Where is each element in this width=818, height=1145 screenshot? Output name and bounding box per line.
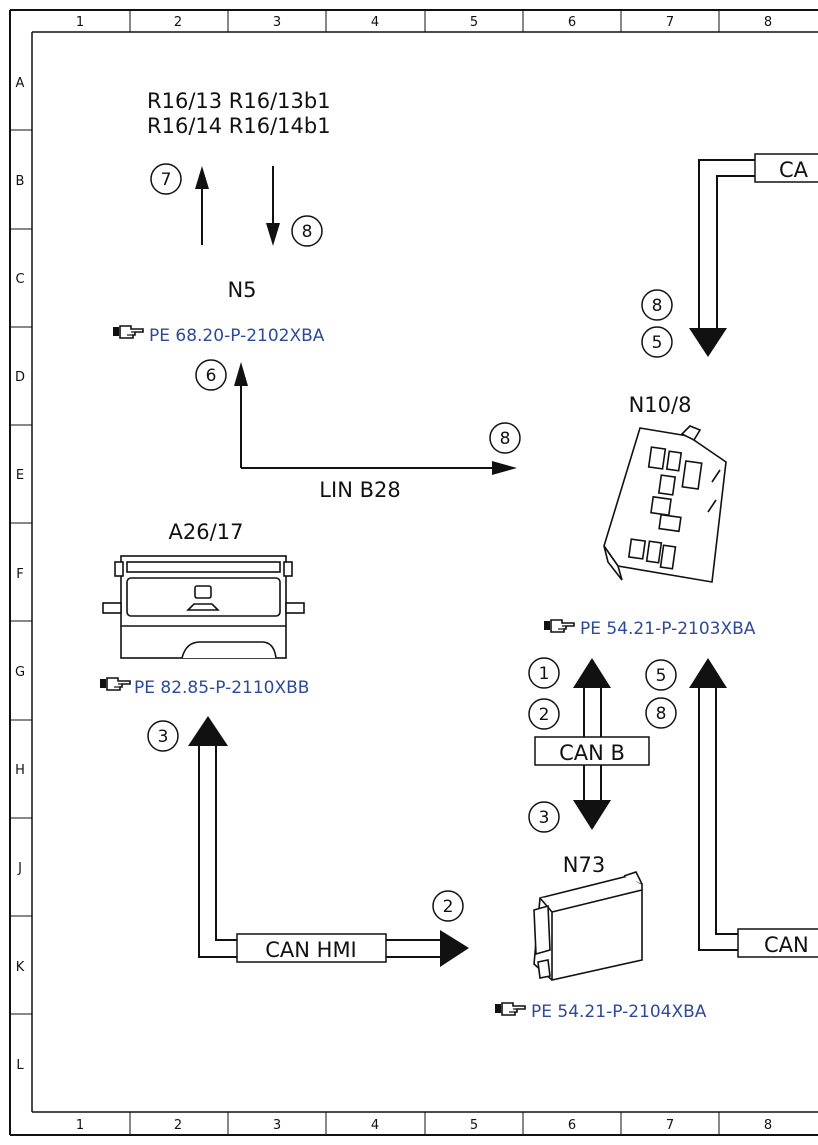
r16-label-line1: R16/13 R16/13b1 bbox=[147, 89, 331, 113]
row-label: G bbox=[15, 665, 25, 680]
row-label: A bbox=[16, 76, 25, 91]
col-label-bottom: 1 bbox=[76, 1118, 84, 1133]
col-label-bottom: 4 bbox=[371, 1118, 379, 1133]
svg-text:3: 3 bbox=[158, 727, 169, 747]
n10-8-label: N10/8 bbox=[629, 393, 692, 417]
step-marker: 8 bbox=[489, 422, 521, 454]
pointing-hand-icon bbox=[494, 1002, 526, 1016]
col-label-top: 6 bbox=[568, 15, 576, 30]
svg-text:6: 6 bbox=[206, 366, 217, 386]
col-label-bottom: 3 bbox=[273, 1118, 281, 1133]
n73-module-drawing bbox=[533, 871, 643, 981]
a26-17-unit-drawing bbox=[102, 555, 305, 659]
step-marker: 5 bbox=[645, 659, 677, 691]
col-label-bottom: 7 bbox=[666, 1118, 674, 1133]
step-marker: 8 bbox=[641, 289, 673, 321]
r16-label-line2: R16/14 R16/14b1 bbox=[147, 114, 331, 138]
n5-label: N5 bbox=[227, 278, 256, 302]
step-marker: 2 bbox=[528, 698, 560, 730]
step-marker: 3 bbox=[528, 801, 560, 833]
svg-text:PE 68.20-P-2102XBA: PE 68.20-P-2102XBA bbox=[149, 326, 325, 346]
can-hmi-label: CAN HMI bbox=[265, 938, 357, 962]
col-label-top: 1 bbox=[76, 15, 84, 30]
row-label: F bbox=[16, 567, 23, 582]
row-label: L bbox=[16, 1058, 24, 1073]
can-b-bus: CAN B bbox=[534, 658, 650, 830]
step-marker: 8 bbox=[291, 215, 323, 247]
svg-text:8: 8 bbox=[302, 222, 313, 242]
row-label: J bbox=[17, 861, 22, 876]
col-label-top: 3 bbox=[273, 15, 281, 30]
step-marker: 6 bbox=[195, 359, 227, 391]
col-label-bottom: 6 bbox=[568, 1118, 576, 1133]
col-label-bottom: 8 bbox=[764, 1118, 772, 1133]
step-marker: 1 bbox=[528, 657, 560, 689]
lin-b28-line bbox=[234, 362, 517, 475]
col-label-bottom: 2 bbox=[174, 1118, 182, 1133]
n73-label: N73 bbox=[563, 853, 605, 877]
svg-text:8: 8 bbox=[652, 296, 663, 316]
row-label: E bbox=[16, 468, 24, 483]
step-marker: 8 bbox=[645, 697, 677, 729]
svg-text:1: 1 bbox=[539, 664, 550, 684]
n10-8-reference-link[interactable]: PE 54.21-P-2103XBA bbox=[543, 619, 756, 639]
svg-text:PE 82.85-P-2110XBB: PE 82.85-P-2110XBB bbox=[134, 678, 309, 698]
can-hmi-bus: CAN HMI bbox=[188, 716, 469, 967]
svg-text:7: 7 bbox=[161, 170, 172, 190]
row-label: H bbox=[15, 763, 25, 778]
svg-text:8: 8 bbox=[500, 429, 511, 449]
step-marker: 7 bbox=[150, 163, 182, 195]
can-bus-bottom-right: CAN bbox=[689, 658, 818, 958]
arrow-up-to-r16 bbox=[195, 166, 209, 245]
row-label: C bbox=[15, 272, 24, 287]
drawing-frame: 1 2 3 4 5 6 7 8 1 2 3 4 5 6 7 8 A B C D … bbox=[9, 9, 818, 1136]
svg-text:8: 8 bbox=[656, 704, 667, 724]
row-label: K bbox=[16, 960, 25, 975]
svg-text:PE 54.21-P-2104XBA: PE 54.21-P-2104XBA bbox=[531, 1002, 707, 1022]
n10-8-module-drawing bbox=[603, 425, 727, 583]
can-b-label: CAN B bbox=[559, 741, 625, 765]
svg-text:2: 2 bbox=[443, 897, 454, 917]
col-label-bottom: 5 bbox=[470, 1118, 478, 1133]
can-bus-top-right: CA bbox=[689, 153, 818, 357]
pointing-hand-icon bbox=[99, 677, 131, 691]
svg-text:2: 2 bbox=[539, 705, 550, 725]
svg-text:5: 5 bbox=[652, 333, 663, 353]
arrow-down-from-r16 bbox=[266, 166, 280, 246]
svg-text:5: 5 bbox=[656, 666, 667, 686]
lin-b28-label: LIN B28 bbox=[319, 478, 400, 502]
svg-text:PE 54.21-P-2103XBA: PE 54.21-P-2103XBA bbox=[580, 619, 756, 639]
svg-text:3: 3 bbox=[539, 808, 550, 828]
col-label-top: 2 bbox=[174, 15, 182, 30]
row-label: B bbox=[16, 174, 25, 189]
a26-17-label: A26/17 bbox=[169, 520, 244, 544]
row-label: D bbox=[15, 370, 25, 385]
can-bottom-label: CAN bbox=[764, 933, 809, 957]
a26-17-reference-link[interactable]: PE 82.85-P-2110XBB bbox=[99, 677, 309, 698]
n73-reference-link[interactable]: PE 54.21-P-2104XBA bbox=[494, 1002, 707, 1022]
col-label-top: 7 bbox=[666, 15, 674, 30]
pointing-hand-icon bbox=[112, 325, 144, 339]
n5-reference-link[interactable]: PE 68.20-P-2102XBA bbox=[112, 325, 325, 346]
step-marker: 5 bbox=[641, 326, 673, 358]
col-label-top: 4 bbox=[371, 15, 379, 30]
step-marker: 2 bbox=[432, 890, 464, 922]
col-label-top: 8 bbox=[764, 15, 772, 30]
can-top-label: CA bbox=[779, 158, 809, 182]
step-marker: 3 bbox=[147, 720, 179, 752]
col-label-top: 5 bbox=[470, 15, 478, 30]
pointing-hand-icon bbox=[543, 619, 575, 633]
